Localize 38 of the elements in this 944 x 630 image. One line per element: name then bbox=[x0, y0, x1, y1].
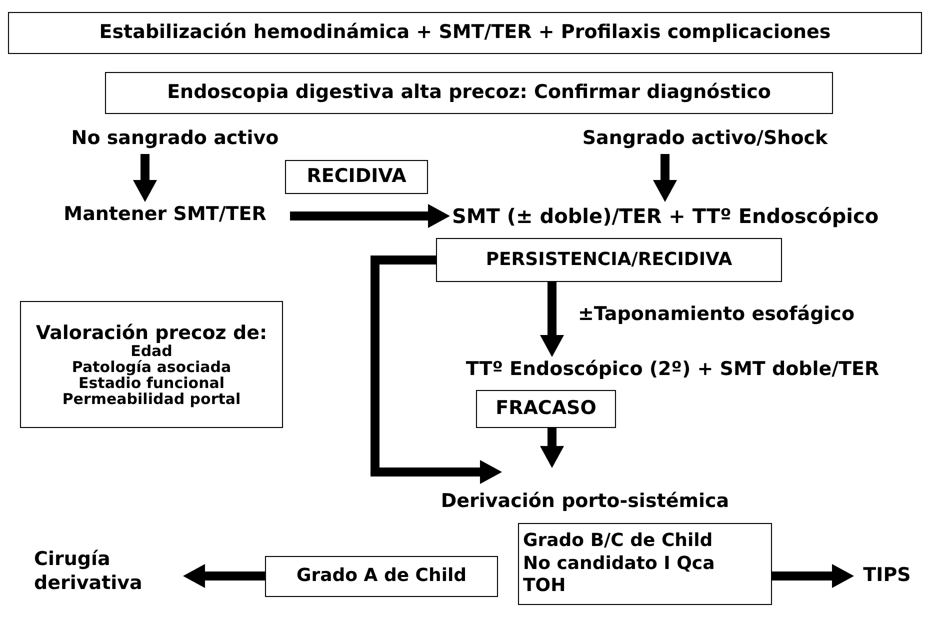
arrow bbox=[133, 154, 157, 202]
box-text: TOH bbox=[523, 575, 566, 598]
arrow bbox=[370, 256, 502, 484]
box-text: No sangrado activo bbox=[71, 127, 279, 151]
process-box bbox=[8, 12, 922, 54]
arrow bbox=[540, 282, 564, 357]
arrow bbox=[772, 564, 854, 588]
box-text: Estadio funcional bbox=[78, 374, 225, 390]
process-box bbox=[265, 556, 498, 597]
box-text: Sangrado activo/Shock bbox=[582, 127, 828, 151]
box-text: Grado B/C de Child bbox=[523, 530, 713, 553]
box-text: RECIDIVA bbox=[306, 165, 406, 189]
box-text: FRACASO bbox=[496, 397, 596, 421]
process-box bbox=[20, 301, 283, 428]
arrow bbox=[183, 564, 265, 588]
box-text: Edad bbox=[130, 342, 172, 358]
box-text: Derivación porto-sistémica bbox=[440, 490, 730, 514]
arrow bbox=[653, 154, 677, 202]
process-box bbox=[436, 238, 782, 282]
process-box bbox=[285, 160, 428, 194]
box-text: Cirugía derivativa bbox=[34, 548, 144, 596]
box-text: Patología asociada bbox=[72, 358, 232, 374]
process-box bbox=[476, 390, 616, 428]
box-heading: Valoración precoz de: bbox=[36, 322, 268, 342]
box-text: Grado A de Child bbox=[296, 565, 467, 588]
box-text: Mantener SMT/TER bbox=[64, 203, 266, 227]
box-text: Endoscopia digestiva alta precoz: Confirmar diagnóstico bbox=[167, 81, 771, 105]
process-box bbox=[105, 72, 833, 114]
box-text: TIPS bbox=[863, 564, 911, 588]
arrow bbox=[290, 204, 450, 228]
box-text: SMT (± doble)/TER + TTº Endoscópico bbox=[452, 204, 879, 228]
box-text: No candidato I Qca bbox=[523, 552, 715, 576]
box-text: Permeabilidad portal bbox=[62, 390, 241, 406]
box-text: TTº Endoscópico (2º) + SMT doble/TER bbox=[466, 358, 880, 382]
process-box bbox=[518, 523, 772, 605]
arrow bbox=[540, 428, 564, 468]
box-text: PERSISTENCIA/RECIDIVA bbox=[486, 248, 732, 272]
box-text: Estabilización hemodinámica + SMT/TER + Profilaxis complicaciones bbox=[99, 21, 831, 45]
